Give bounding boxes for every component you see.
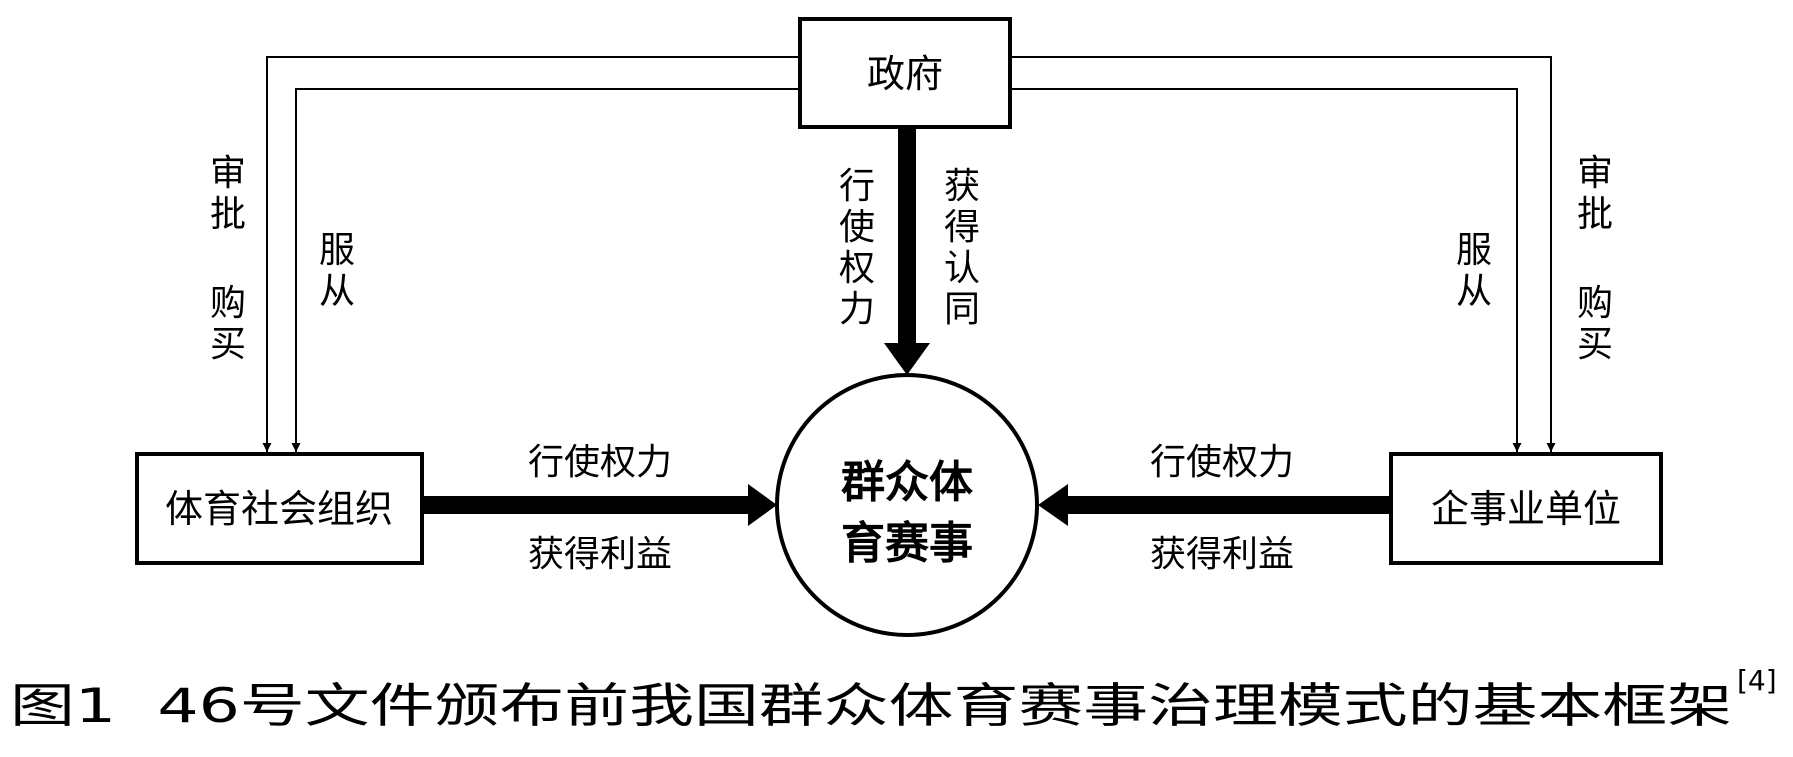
ent-to-center-shaft: [1065, 496, 1391, 514]
center-right-label-1: 获: [944, 166, 980, 207]
center-left-label-1: 行: [839, 166, 875, 207]
right-outer-label-4: 买: [1577, 324, 1613, 365]
right-outer-label-1: 审: [1577, 153, 1613, 194]
left-inner-label-1: 服: [319, 230, 355, 271]
org-arrow-top-label: 行使权力: [528, 442, 672, 483]
left-outer-label-1: 审: [210, 153, 246, 194]
enterprise-label: 企事业单位: [1431, 487, 1621, 531]
left-outer-label-2: 批: [210, 194, 246, 235]
right-outer-label-3: 购: [1577, 283, 1613, 324]
right-outer-label-2: 批: [1577, 194, 1613, 235]
left-outer-label-3: 购: [210, 283, 246, 324]
center-right-label-4: 同: [944, 289, 980, 330]
right-inner-connector: [1010, 88, 1522, 452]
gov-to-center-arrowhead: [884, 343, 930, 375]
right-inner-label-2: 从: [1456, 271, 1492, 312]
ent-arrow-bottom-label: 获得利益: [1150, 534, 1294, 575]
government-label: 政府: [867, 52, 943, 96]
center-left-label-3: 权: [839, 248, 875, 289]
left-inner-label-2: 从: [319, 271, 355, 312]
center-right-label-3: 认: [944, 248, 980, 289]
figure-caption: 图1 46号文件颁布前我国群众体育赛事治理模式的基本框架: [10, 679, 1732, 734]
sports-org-box: [135, 452, 424, 565]
center-right-label-2: 得: [944, 207, 980, 248]
left-inner-connector: [291, 88, 800, 452]
left-outer-connector: [262, 56, 800, 452]
figure-caption-ref: [4]: [1737, 664, 1777, 697]
government-box: [798, 17, 1012, 129]
left-outer-label-4: 买: [210, 324, 246, 365]
center-left-label-4: 力: [839, 289, 875, 330]
gov-to-center-shaft: [898, 127, 916, 345]
org-arrow-bottom-label: 获得利益: [528, 534, 672, 575]
org-to-center-arrowhead: [748, 484, 777, 526]
enterprise-box: [1389, 452, 1663, 565]
sports-org-label: 体育社会组织: [165, 487, 393, 531]
ent-to-center-arrowhead: [1038, 484, 1068, 526]
ent-arrow-top-label: 行使权力: [1150, 442, 1294, 483]
org-to-center-shaft: [422, 496, 752, 514]
center-left-label-2: 使: [839, 207, 875, 248]
right-inner-label-1: 服: [1456, 230, 1492, 271]
center-label-line1: 群众体: [841, 457, 973, 508]
right-outer-connector: [1010, 56, 1556, 452]
figure-caption-text: 图1 46号文件颁布前我国群众体育赛事治理模式的基本框架: [10, 679, 1732, 734]
center-label-line2: 育赛事: [841, 518, 973, 569]
